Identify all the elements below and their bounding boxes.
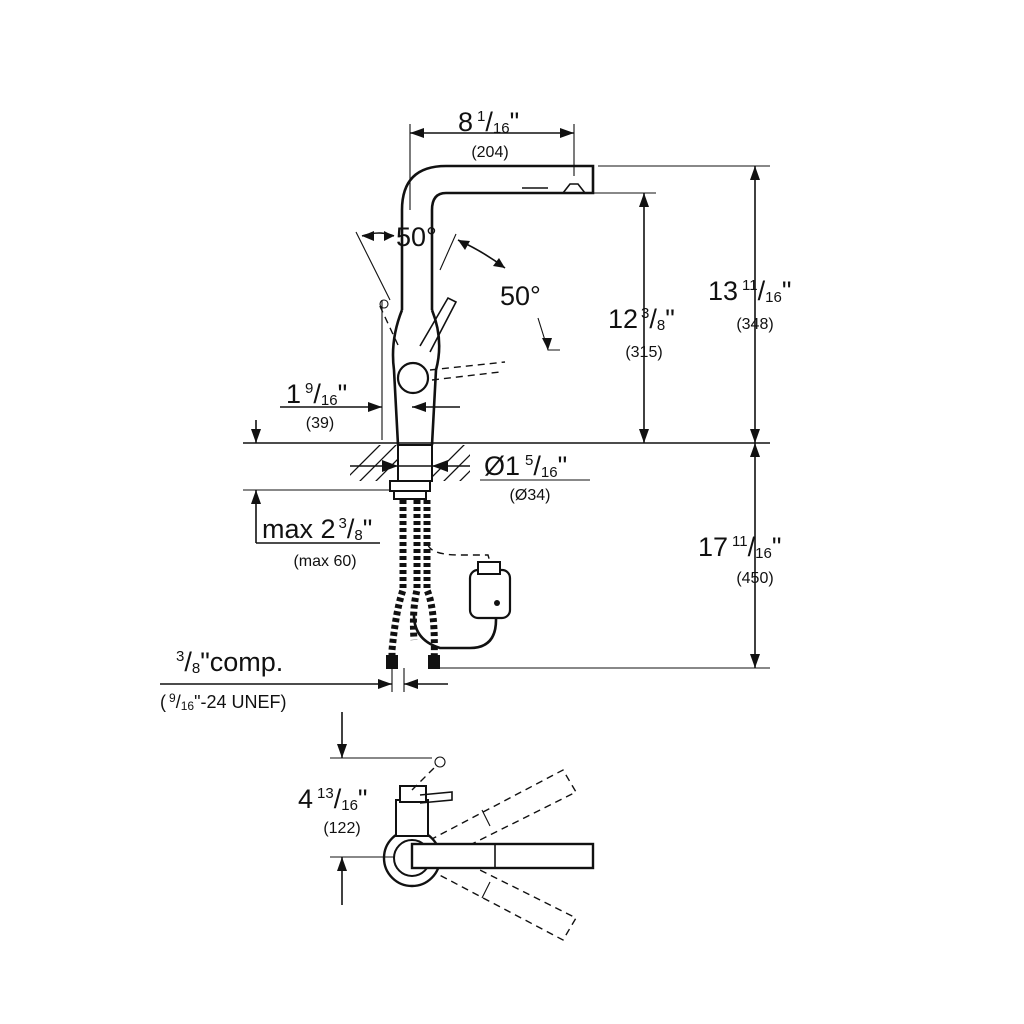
supply-hoses	[386, 500, 512, 669]
total-height-mm: (348)	[736, 316, 773, 333]
top-view-depth-mm: (122)	[323, 820, 360, 837]
deck-thickness-mm: (max 60)	[293, 553, 356, 570]
angle-right-label: 50°	[500, 281, 541, 311]
hole-diameter-mm: (Ø34)	[510, 487, 551, 504]
connection-label: 3/8"comp.	[176, 647, 283, 677]
faucet-top-view	[330, 712, 595, 941]
below-deck-mm: (450)	[736, 570, 773, 587]
outlet-height-mm: (315)	[625, 344, 662, 361]
countertop-section	[350, 444, 470, 500]
angle-left-label: 50°	[396, 222, 437, 252]
dimension-lines	[160, 124, 770, 692]
faucet-side-view	[355, 164, 595, 446]
spout-reach-mm: (204)	[471, 144, 508, 161]
body-offset-mm: (39)	[306, 415, 334, 432]
connection-thread-label: (9/16"-24 UNEF)	[160, 691, 286, 713]
